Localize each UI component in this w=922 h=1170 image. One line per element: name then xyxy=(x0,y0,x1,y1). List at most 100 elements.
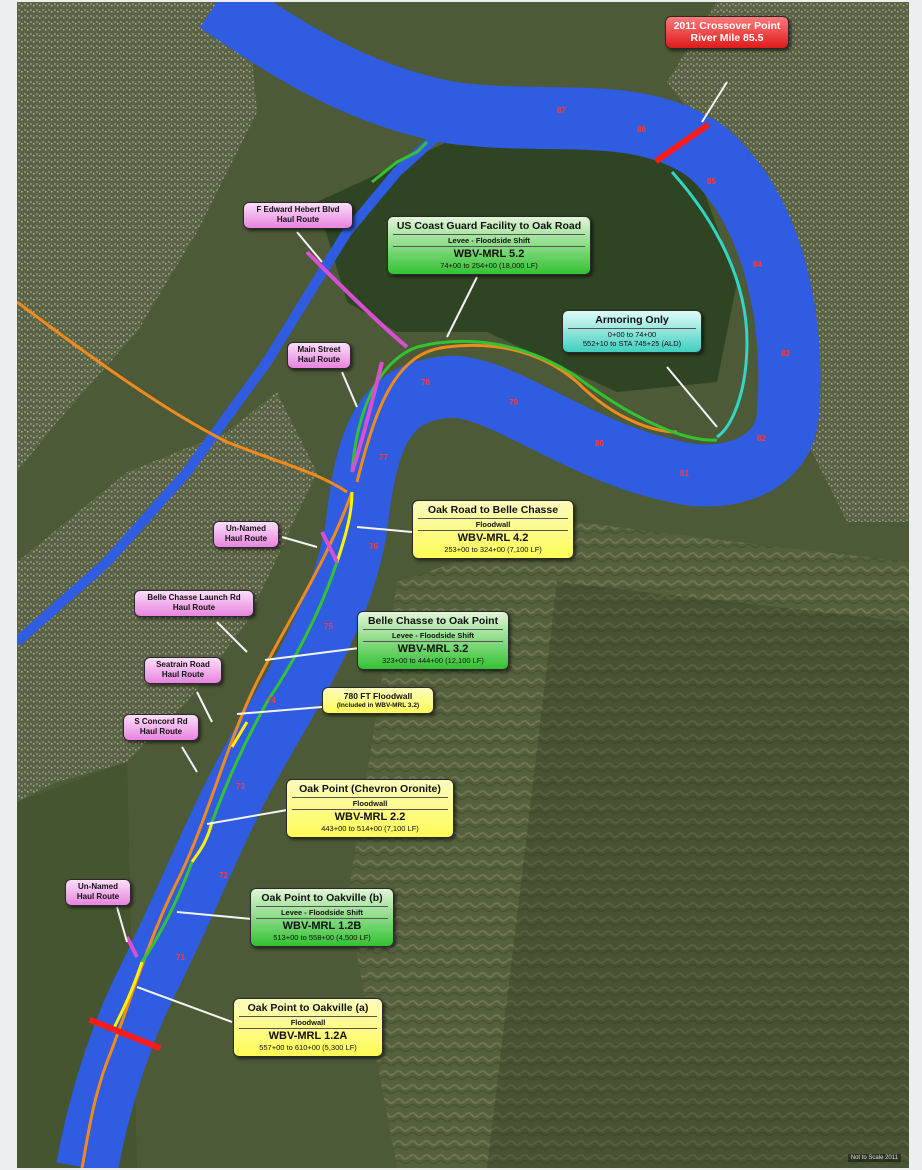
leader-chevron xyxy=(206,809,288,825)
uscg-subtitle: Levee - Floodside Shift xyxy=(393,234,585,247)
haul-edward-name: F Edward Hebert Blvd xyxy=(256,205,340,214)
haul-route-seatrain-label[interactable]: Seatrain Road Haul Route xyxy=(144,657,222,684)
river-mile-81: 81 xyxy=(680,469,689,478)
oak-belle-code: WBV-MRL 4.2 xyxy=(457,532,529,544)
haul-launch-sub: Haul Route xyxy=(172,603,216,612)
uscg-code: WBV-MRL 5.2 xyxy=(453,248,525,260)
crossover-line1: 2011 Crossover Point xyxy=(673,20,781,32)
river-mile-86: 86 xyxy=(637,125,646,134)
levee-north xyxy=(371,140,429,184)
haul-concord-name: S Concord Rd xyxy=(134,717,188,726)
haul-route-edward xyxy=(305,250,409,349)
floodwall-mid xyxy=(190,821,214,863)
leader-unnamed2 xyxy=(116,906,128,943)
ft780-title: 780 FT Floodwall xyxy=(343,691,413,701)
crossover-line2: River Mile 85.5 xyxy=(690,32,764,44)
leader-edward xyxy=(296,231,323,263)
leader-oakville-b xyxy=(176,911,253,920)
leader-launch xyxy=(216,621,248,653)
river-mile-87: 87 xyxy=(557,106,566,115)
haul-unnamed1-sub: Haul Route xyxy=(224,534,268,543)
river-mile-78: 78 xyxy=(421,378,430,387)
levee-south xyxy=(210,561,339,823)
river-mile-77: 77 xyxy=(379,453,388,462)
river-mile-75: 75 xyxy=(324,622,333,631)
river-mile-82: 82 xyxy=(757,434,766,443)
haul-unnamed1-name: Un-Named xyxy=(225,524,266,533)
haul-route-launch-label[interactable]: Belle Chasse Launch Rd Haul Route xyxy=(134,590,254,617)
haul-route-main xyxy=(350,361,384,473)
haul-main-sub: Haul Route xyxy=(297,355,341,364)
ft780-callout[interactable]: 780 FT Floodwall (Included in WBV-MRL 3.… xyxy=(322,687,434,714)
river-mile-74: 74 xyxy=(267,696,276,705)
armoring-range1: 0+00 to 74+00 xyxy=(568,328,696,339)
belle-oak-range: 323+00 to 444+00 (12,100 LF) xyxy=(382,656,484,665)
leader-concord xyxy=(181,746,198,773)
uscg-title: US Coast Guard Facility to Oak Road xyxy=(396,220,582,232)
oakville-a-range: 557+00 to 610+00 (5,300 LF) xyxy=(259,1043,357,1052)
levee-bend xyxy=(350,339,718,473)
haul-unnamed2-sub: Haul Route xyxy=(76,892,120,901)
oakville-a-title: Oak Point to Oakville (a) xyxy=(247,1002,369,1014)
railroad-north xyxy=(17,300,348,494)
crossover-callout[interactable]: 2011 Crossover Point River Mile 85.5 xyxy=(665,16,789,49)
oakville-a-code: WBV-MRL 1.2A xyxy=(268,1030,348,1042)
haul-route-southmost xyxy=(125,936,139,958)
leader-lines xyxy=(116,81,728,1023)
oakville-b-subtitle: Levee - Floodside Shift xyxy=(256,906,388,919)
haul-route-unnamed1-label[interactable]: Un-Named Haul Route xyxy=(213,521,279,548)
oak-belle-range: 253+00 to 324+00 (7,100 LF) xyxy=(444,545,542,554)
belle-oak-callout[interactable]: Belle Chasse to Oak Point Levee - Floods… xyxy=(357,611,509,670)
armoring-callout[interactable]: Armoring Only 0+00 to 74+00 552+10 to ST… xyxy=(562,310,702,353)
oak-belle-callout[interactable]: Oak Road to Belle Chasse Floodwall WBV-M… xyxy=(412,500,574,559)
leader-unnamed1 xyxy=(281,536,318,548)
river-mile-72: 72 xyxy=(219,871,228,880)
armoring-line xyxy=(670,170,749,439)
uscg-range: 74+00 to 254+00 (18,000 LF) xyxy=(440,261,538,270)
map-credit: Not to Scale 2011 xyxy=(847,1154,901,1162)
marsh-dark-tint xyxy=(487,582,909,1168)
chevron-code: WBV-MRL 2.2 xyxy=(334,811,406,823)
railroad-bend xyxy=(355,343,678,483)
armoring-range2: 552+10 to STA 745+25 (ALD) xyxy=(582,339,682,348)
leader-main xyxy=(341,371,358,408)
river xyxy=(56,2,821,1168)
belle-oak-code: WBV-MRL 3.2 xyxy=(397,643,469,655)
urban-area-west xyxy=(17,2,257,472)
haul-route-concord-label[interactable]: S Concord Rd Haul Route xyxy=(123,714,199,741)
leader-belle-oak xyxy=(264,646,368,661)
haul-route-edward-label[interactable]: F Edward Hebert Blvd Haul Route xyxy=(243,202,353,229)
crossover-bar-north xyxy=(654,122,710,164)
oakville-b-callout[interactable]: Oak Point to Oakville (b) Levee - Floods… xyxy=(250,888,394,947)
leader-oakville-a xyxy=(136,986,233,1023)
armoring-title: Armoring Only xyxy=(595,314,669,326)
haul-route-unnamed xyxy=(320,531,339,563)
marsh-area xyxy=(347,522,909,1168)
leader-780 xyxy=(236,706,323,715)
floodwall-north xyxy=(335,491,354,563)
oakville-a-callout[interactable]: Oak Point to Oakville (a) Floodwall WBV-… xyxy=(233,998,383,1057)
leader-seatrain xyxy=(196,691,213,723)
haul-route-unnamed2-label[interactable]: Un-Named Haul Route xyxy=(65,879,131,906)
ft780-subtitle: (Included in WBV-MRL 3.2) xyxy=(336,702,420,709)
river-mile-83: 83 xyxy=(781,349,790,358)
chevron-subtitle: Floodwall xyxy=(292,797,448,810)
map-canvas[interactable]: 87 86 85 84 83 82 81 80 79 78 77 76 75 7… xyxy=(17,2,909,1168)
river-mile-85: 85 xyxy=(707,177,716,186)
haul-route-main-label[interactable]: Main Street Haul Route xyxy=(287,342,351,369)
floodwall-780 xyxy=(230,721,249,748)
leader-crossover xyxy=(701,81,728,123)
oakville-b-code: WBV-MRL 1.2B xyxy=(282,920,362,932)
oak-belle-subtitle: Floodwall xyxy=(418,518,568,531)
crossover-bar-south xyxy=(88,1016,162,1052)
oakville-b-range: 513+00 to 558+00 (4,500 LF) xyxy=(273,933,371,942)
river-mile-73: 73 xyxy=(236,782,245,791)
haul-concord-sub: Haul Route xyxy=(139,727,183,736)
uscg-callout[interactable]: US Coast Guard Facility to Oak Road Leve… xyxy=(387,216,591,275)
haul-seatrain-name: Seatrain Road xyxy=(156,660,210,669)
chevron-range: 443+00 to 514+00 (7,100 LF) xyxy=(321,824,419,833)
haul-main-name: Main Street xyxy=(297,345,341,354)
haul-edward-sub: Haul Route xyxy=(276,215,320,224)
chevron-callout[interactable]: Oak Point (Chevron Oronite) Floodwall WB… xyxy=(286,779,454,838)
map-graphics xyxy=(17,2,909,1168)
